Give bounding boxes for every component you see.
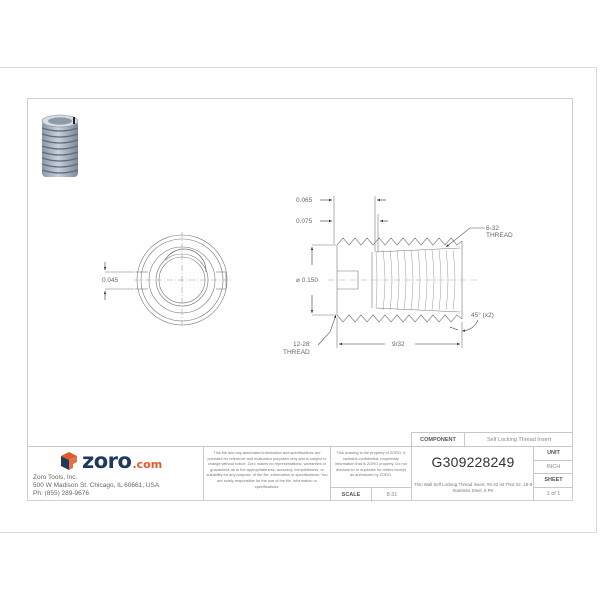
dim-diameter: ⌀ 0.150 (296, 277, 318, 284)
dim-external-thread-label: THREAD (283, 349, 310, 356)
end-view (103, 232, 232, 328)
zoro-cube-icon (61, 452, 77, 470)
unit-label: UNIT (534, 447, 573, 461)
logo-brand: zoro (82, 449, 132, 473)
part-cell: G309228249 Thin Wall Self Locking Thread… (411, 447, 533, 501)
company-cell: zoro .com Zoro Tools, Inc. 500 W Madison… (27, 447, 203, 501)
dim-chamfer: 45° (x2) (471, 312, 494, 319)
dim-internal-thread-label: THREAD (486, 232, 513, 239)
dim-internal-thread: 6-32 (486, 225, 500, 232)
property-notice: This drawing is the property of ZORO. It… (335, 450, 407, 478)
disclaimer-cell: This file and any associated information… (203, 447, 330, 501)
part-number: G309228249 (431, 454, 515, 470)
dim-slot-depth: 0.075 (296, 218, 313, 225)
scale-label: SCALE (331, 488, 372, 502)
scale-row: SCALE 8:31 (331, 487, 412, 502)
unit-value: INCH (534, 461, 573, 474)
dim-external-thread: 12-28 (293, 341, 310, 348)
sheet-outer-border (0, 67, 597, 533)
dim-length: 9/32 (392, 341, 405, 348)
part-description: Thin Wall Self Locking Thread Insert, #6… (413, 482, 533, 493)
title-block: zoro .com Zoro Tools, Inc. 500 W Madison… (27, 446, 573, 502)
zoro-logo: zoro .com (59, 449, 163, 473)
dim-slot-width: 0.065 (296, 197, 313, 204)
dim-end-slot-width: 0.045 (102, 277, 119, 284)
component-label: COMPONENT (412, 433, 465, 446)
side-view (310, 196, 485, 348)
drawing-frame (27, 98, 573, 501)
component-row: COMPONENT Self Locking Thread Insert (411, 432, 573, 446)
isometric-view (41, 114, 79, 177)
company-phone: Ph: (855) 289-9676 (33, 490, 90, 497)
sheet-label: SHEET (534, 474, 573, 488)
unit-sheet-cell: UNIT INCH SHEET 1 of 1 (533, 447, 573, 501)
scale-value: 8:31 (386, 492, 398, 498)
logo-suffix: .com (132, 457, 163, 471)
company-address: 500 W Madison St. Chicago, IL 60661, USA (33, 482, 160, 489)
company-address-block: Zoro Tools, Inc. 500 W Madison St. Chica… (33, 474, 159, 498)
disclaimer-text: This file and any associated information… (206, 450, 328, 489)
component-value: Self Locking Thread Insert (486, 436, 552, 443)
sheet-value: 1 of 1 (546, 491, 561, 498)
property-cell: This drawing is the property of ZORO. It… (330, 447, 412, 502)
company-name: Zoro Tools, Inc. (33, 474, 78, 481)
